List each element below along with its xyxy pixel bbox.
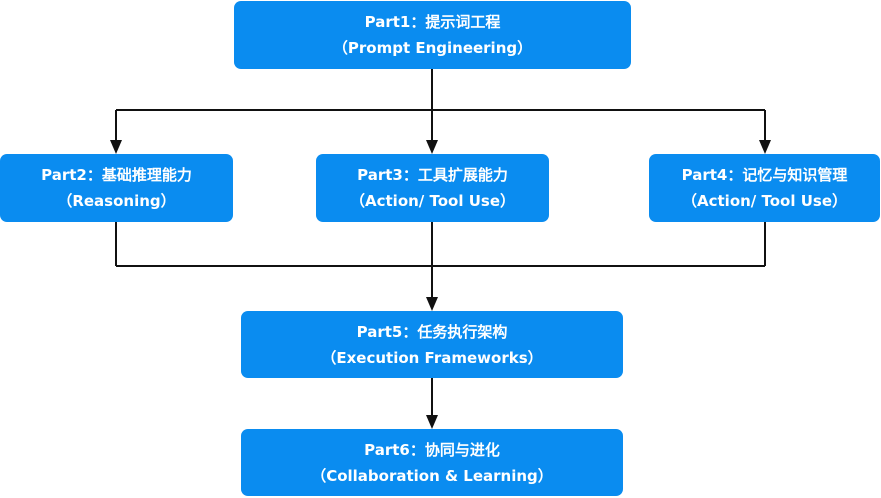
node-part5-subtitle: （Execution Frameworks） — [321, 348, 543, 367]
arrowhead-part6 — [426, 415, 438, 429]
node-part6-title: Part6：协同与进化 — [364, 440, 500, 459]
node-part6-collaboration-learning: Part6：协同与进化 （Collaboration & Learning） — [241, 429, 623, 496]
arrowhead-part2 — [110, 140, 122, 154]
node-part1-prompt-engineering: Part1：提示词工程 （Prompt Engineering） — [234, 1, 631, 69]
node-part6-subtitle: （Collaboration & Learning） — [311, 466, 553, 485]
node-part1-title: Part1：提示词工程 — [364, 13, 501, 31]
node-part4-memory-knowledge: Part4：记忆与知识管理 （Action/ Tool Use） — [649, 154, 880, 222]
node-part1-subtitle: （Prompt Engineering） — [332, 39, 533, 57]
node-part3-title: Part3：工具扩展能力 — [357, 166, 508, 184]
node-part4-subtitle: （Action/ Tool Use） — [682, 192, 847, 210]
node-part4-title: Part4：记忆与知识管理 — [681, 166, 848, 184]
arrowhead-part3 — [426, 140, 438, 154]
node-part2-subtitle: （Reasoning） — [57, 192, 176, 210]
node-part5-execution-frameworks: Part5：任务执行架构 （Execution Frameworks） — [241, 311, 623, 378]
arrowhead-part5 — [426, 297, 438, 311]
node-part2-reasoning: Part2：基础推理能力 （Reasoning） — [0, 154, 233, 222]
node-part2-title: Part2：基础推理能力 — [41, 166, 192, 184]
node-part5-title: Part5：任务执行架构 — [356, 322, 508, 341]
node-part3-tool-use: Part3：工具扩展能力 （Action/ Tool Use） — [316, 154, 549, 222]
node-part3-subtitle: （Action/ Tool Use） — [350, 192, 515, 210]
arrowhead-part4 — [759, 140, 771, 154]
